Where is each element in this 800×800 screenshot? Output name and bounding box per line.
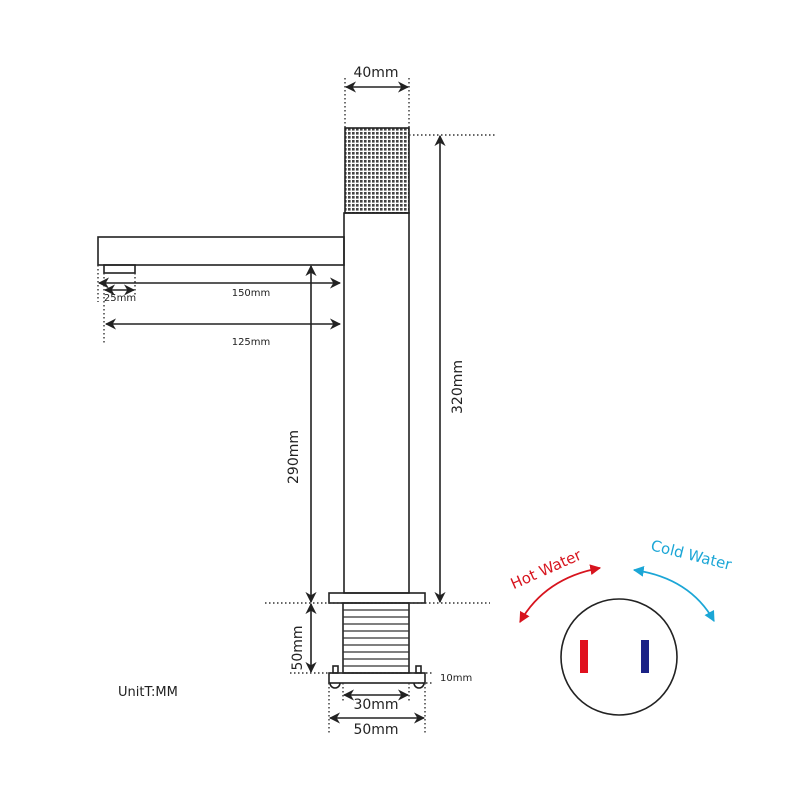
label-base-diameter: 50mm — [353, 722, 398, 738]
cold-water-label: Cold Water — [649, 536, 734, 574]
aerator — [103, 264, 136, 274]
faucet-body — [343, 212, 410, 594]
label-handle-width: 40mm — [353, 65, 398, 81]
label-total-height: 320mm — [450, 360, 466, 414]
handle — [344, 127, 410, 214]
mounting-plate — [328, 672, 426, 684]
water-direction-indicator: Hot Water Cold Water — [508, 536, 734, 716]
hot-marker — [580, 640, 588, 673]
base-plate-top — [328, 592, 426, 604]
spout — [97, 236, 345, 266]
label-spout-height: 290mm — [286, 430, 302, 484]
valve-circle — [560, 598, 678, 716]
label-aerator-width: 25mm — [104, 293, 136, 304]
label-base-height: 50mm — [290, 625, 306, 670]
hot-water-arrow-icon — [519, 564, 602, 623]
thread-lines — [343, 609, 409, 667]
mounting-tab-left — [332, 665, 339, 674]
label-plate-thickness: 10mm — [440, 673, 472, 684]
cold-water-arrow-icon — [632, 566, 715, 622]
cold-marker — [641, 640, 649, 673]
mounting-nuts — [329, 682, 425, 689]
faucet-drawing — [97, 127, 426, 689]
unit-label: UnitT:MM — [118, 685, 178, 700]
label-spout-length: 150mm — [232, 288, 271, 299]
hot-water-label: Hot Water — [508, 546, 585, 593]
label-spout-reach: 125mm — [232, 337, 271, 348]
label-thread-diameter: 30mm — [353, 697, 398, 713]
mounting-tab-right — [415, 665, 422, 674]
